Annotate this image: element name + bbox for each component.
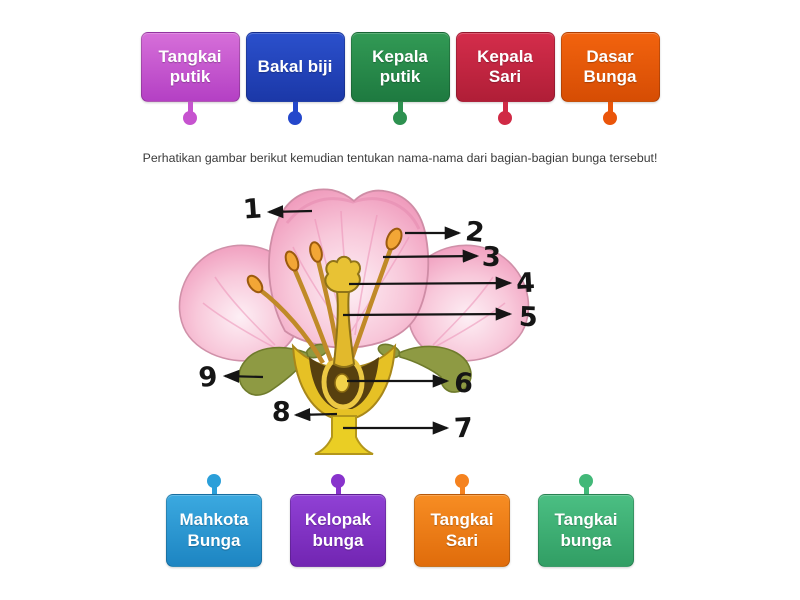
filaments — [257, 247, 394, 365]
number-1: 1 — [242, 193, 263, 225]
pin-icon — [285, 102, 305, 125]
label-tangkai-bunga[interactable]: Tangkai bunga — [538, 474, 634, 567]
leader-lines — [222, 205, 513, 435]
anthers — [246, 227, 403, 294]
instruction-text: Perhatikan gambar berikut kemudian tentu… — [142, 151, 658, 165]
label-text: Kepala Sari — [455, 32, 555, 102]
pin-icon — [180, 102, 200, 125]
flower-diagram-image: 1 2 3 4 5 6 7 8 9 — [178, 188, 538, 455]
number-4: 4 — [515, 268, 535, 300]
label-text: Kelopak bunga — [290, 494, 386, 567]
label-dasar-bunga[interactable]: Dasar Bunga — [560, 32, 660, 125]
sepals — [238, 343, 472, 396]
diagram-numbers: 1 2 3 4 5 6 7 8 9 — [197, 193, 538, 444]
pin-icon — [390, 102, 410, 125]
pin-icon — [204, 474, 224, 494]
label-kepala-sari[interactable]: Kepala Sari — [455, 32, 555, 125]
number-2: 2 — [464, 216, 486, 249]
label-text: Dasar Bunga — [560, 32, 660, 102]
pin-icon — [328, 474, 348, 494]
label-text: Tangkai putik — [140, 32, 240, 102]
number-8: 8 — [271, 397, 291, 429]
label-mahkota-bunga[interactable]: Mahkota Bunga — [166, 474, 262, 567]
stigma — [324, 255, 361, 293]
left-sepal — [238, 346, 309, 396]
label-text: Mahkota Bunga — [166, 494, 262, 567]
stamens — [246, 227, 403, 365]
pin-icon — [452, 474, 472, 494]
right-sepal — [398, 345, 472, 393]
number-3: 3 — [481, 242, 501, 274]
label-bakal-biji[interactable]: Bakal biji — [245, 32, 345, 125]
bottom-label-row: Mahkota Bunga Kelopak bunga Tangkai Sari… — [0, 474, 800, 567]
pin-icon — [495, 102, 515, 125]
number-5: 5 — [518, 302, 538, 334]
label-kepala-putik[interactable]: Kepala putik — [350, 32, 450, 125]
pin-icon — [576, 474, 596, 494]
label-text: Tangkai Sari — [414, 494, 510, 567]
label-tangkai-sari[interactable]: Tangkai Sari — [414, 474, 510, 567]
label-text: Bakal biji — [245, 32, 345, 102]
flower-stalk — [314, 415, 374, 455]
top-label-row: Tangkai putik Bakal biji Kepala putik Ke… — [0, 32, 800, 125]
label-tangkai-putik[interactable]: Tangkai putik — [140, 32, 240, 125]
label-text: Kepala putik — [350, 32, 450, 102]
ovule — [334, 373, 350, 393]
number-7: 7 — [453, 413, 473, 445]
number-6: 6 — [453, 367, 474, 399]
number-9: 9 — [197, 361, 219, 394]
pin-icon — [600, 102, 620, 125]
label-kelopak-bunga[interactable]: Kelopak bunga — [290, 474, 386, 567]
label-text: Tangkai bunga — [538, 494, 634, 567]
